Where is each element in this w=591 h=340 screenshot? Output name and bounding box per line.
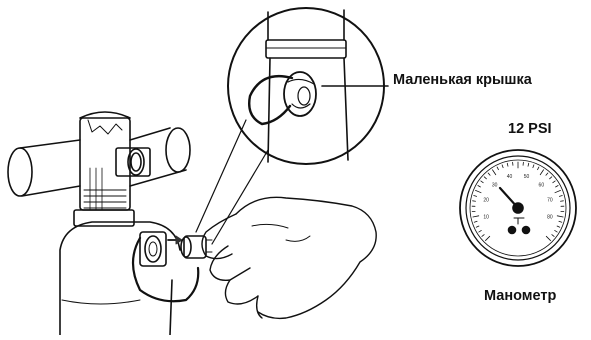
gauge-tick-label: 40	[507, 174, 513, 180]
gauge-tick	[559, 221, 562, 222]
callout-line-bottom	[212, 150, 268, 244]
gauge-tick-label: 10	[483, 215, 489, 221]
gauge-tick	[557, 226, 560, 227]
gauge-tick	[485, 236, 489, 240]
callout-line-top	[196, 120, 246, 232]
gauge-tick-label: 80	[547, 215, 553, 221]
pressure-label: 12 PSI	[508, 121, 552, 137]
small-cap	[181, 236, 212, 258]
gas-cylinder	[60, 222, 180, 335]
gauge-tick	[550, 177, 552, 179]
gauge-tick	[555, 190, 561, 192]
gauge-tick	[497, 167, 498, 170]
gauge-tick	[482, 235, 484, 237]
small-cap-label: Маленькая крышка	[393, 72, 532, 88]
gauge-tick	[556, 186, 559, 187]
gauge-tick	[474, 196, 477, 197]
gauge-tick	[476, 190, 482, 192]
regulator-valve	[8, 112, 190, 266]
gauge-tick	[546, 173, 548, 175]
pressure-gauge: 10 20 30 40 50 60 70 80	[460, 150, 576, 266]
gauge-tick-label: 20	[483, 197, 489, 203]
hand	[202, 197, 376, 318]
gauge-tick	[546, 236, 550, 240]
gauge-tick	[538, 167, 539, 170]
gauge-tick	[553, 181, 555, 183]
gauge-tick	[557, 216, 563, 217]
gauge-tick	[492, 170, 495, 175]
gauge-tick-label: 30	[492, 183, 498, 189]
gauge-tick	[552, 235, 554, 237]
gauge-tick	[473, 216, 479, 217]
gauge-tick	[540, 170, 543, 175]
gauge-tick-label: 70	[547, 197, 553, 203]
gauge-tick	[479, 230, 482, 232]
gauge-tick	[476, 226, 479, 227]
gauge-tick	[507, 163, 508, 166]
gauge-tick-label: 50	[524, 174, 530, 180]
gauge-tick-label: 60	[539, 183, 545, 189]
gauge-tick	[528, 163, 529, 166]
gauge-tick	[484, 177, 486, 179]
gauge-tick	[555, 230, 558, 232]
gauge-tick	[481, 181, 483, 183]
gauge-tick	[488, 173, 490, 175]
gauge-tick	[533, 165, 534, 168]
gauge-tick	[474, 221, 477, 222]
gauge-tick	[559, 196, 562, 197]
gauge-label: Манометр	[484, 288, 556, 304]
gauge-tick	[478, 186, 481, 187]
gauge-tick	[502, 165, 503, 168]
